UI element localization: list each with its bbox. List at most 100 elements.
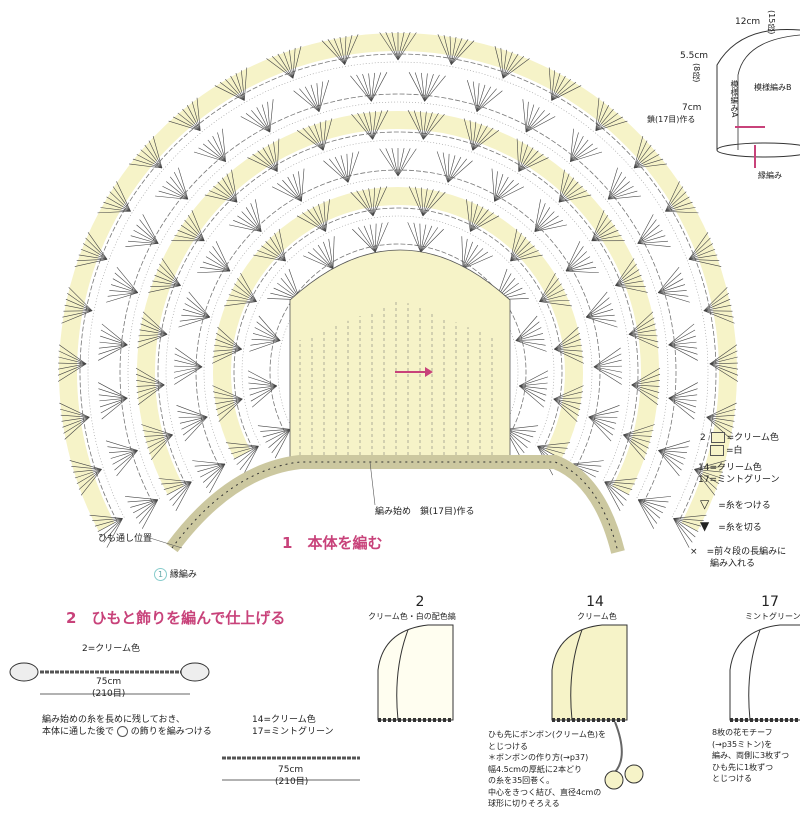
fan-stitch <box>673 514 707 519</box>
fan-stitch <box>177 411 208 418</box>
fan-stitch <box>451 37 463 65</box>
fan-stitch <box>570 128 574 162</box>
fan-stitch <box>173 366 203 373</box>
fan-stitch <box>553 398 579 417</box>
fan-stitch <box>332 236 335 269</box>
fan-stitch <box>127 499 158 503</box>
fan-stitch <box>688 248 716 260</box>
fan-stitch <box>105 440 138 451</box>
fan-stitch <box>588 416 615 430</box>
fan-stitch <box>510 228 518 262</box>
fan-stitch <box>107 446 138 451</box>
fan-stitch <box>518 147 534 172</box>
schematic-side-rows: (8段) <box>692 63 701 83</box>
fan-stitch <box>491 168 495 202</box>
fan-stitch <box>240 272 257 302</box>
fan-stitch <box>623 434 649 449</box>
fan-stitch <box>565 261 594 272</box>
fan-stitch <box>175 347 203 368</box>
fan-stitch <box>470 206 484 232</box>
fan-stitch <box>657 266 680 293</box>
fan-stitch <box>657 272 682 293</box>
fan-stitch <box>423 111 427 140</box>
fan-stitch <box>615 263 637 286</box>
fan-stitch <box>261 104 271 133</box>
fan-stitch <box>385 148 399 177</box>
fan-stitch <box>251 110 271 133</box>
fan-stitch <box>71 466 102 470</box>
fan-stitch <box>356 190 374 217</box>
fan-stitch <box>58 350 87 365</box>
fan-stitch <box>534 199 541 232</box>
fan-stitch <box>186 297 211 318</box>
fan-stitch <box>266 58 294 79</box>
fan-stitch <box>97 211 131 214</box>
fan-stitch <box>184 303 210 318</box>
fan-stitch <box>571 463 602 467</box>
fan-stitch <box>420 225 433 253</box>
fan-stitch <box>462 255 493 270</box>
fan-stitch <box>58 356 87 365</box>
fan-stitch <box>112 450 138 465</box>
fan-stitch <box>385 32 399 61</box>
fan-stitch <box>554 332 581 350</box>
fan-stitch <box>172 481 192 506</box>
fan-stitch <box>85 237 108 260</box>
fan-stitch <box>142 430 173 436</box>
fan-stitch <box>519 382 548 387</box>
fan-stitch <box>571 460 604 465</box>
fan-stitch <box>494 183 519 202</box>
fan-stitch <box>604 481 630 496</box>
fan-stitch <box>637 499 661 519</box>
edging-stitches <box>171 461 619 553</box>
fan-stitch <box>515 333 544 341</box>
fan-stitch <box>397 32 411 61</box>
fan-stitch <box>443 35 452 65</box>
fan-stitch <box>261 245 286 262</box>
fan-stitch <box>631 384 659 399</box>
fan-stitch <box>258 315 281 341</box>
fan-stitch <box>237 278 257 302</box>
fan-stitch <box>515 340 547 352</box>
fan-stitch <box>100 329 128 346</box>
fan-stitch <box>130 235 159 244</box>
fan-stitch <box>534 207 551 232</box>
fan-stitch <box>638 499 669 503</box>
fan-stitch <box>278 228 286 262</box>
fan-stitch <box>265 429 291 443</box>
fan-stitch <box>249 385 277 396</box>
dotted-row <box>203 177 593 464</box>
fan-stitch <box>424 73 428 102</box>
fan-stitch <box>148 285 181 293</box>
fan-stitch <box>212 385 243 400</box>
fan-stitch <box>59 408 90 418</box>
fan-stitch <box>469 120 474 151</box>
fan-stitch <box>166 181 189 200</box>
fan-stitch <box>494 179 514 202</box>
fan-stitch <box>269 236 286 262</box>
fan-stitch <box>534 220 563 232</box>
fan-stitch <box>595 108 614 131</box>
fan-stitch <box>706 416 733 434</box>
fan-stitch <box>397 148 417 177</box>
fan-stitch <box>591 219 612 241</box>
fan-stitch <box>69 460 102 470</box>
fan-stitch <box>141 317 168 335</box>
fan-stitch <box>209 463 226 494</box>
fan-stitch <box>314 123 324 151</box>
fan-stitch <box>217 398 243 417</box>
fan-stitch <box>591 224 616 242</box>
fan-stitch <box>274 232 286 262</box>
fan-stitch <box>174 235 205 242</box>
fan-stitch <box>244 67 248 101</box>
fan-stitch <box>207 139 226 162</box>
fan-stitch <box>235 73 245 101</box>
fan-stitch <box>148 140 163 169</box>
fan-stitch <box>116 266 139 293</box>
fan-stitch <box>225 78 245 101</box>
fan-stitch <box>688 254 718 260</box>
fan-stitch <box>212 391 243 400</box>
fan-stitch <box>225 442 259 447</box>
fan-stitch <box>137 384 165 399</box>
fan-stitch <box>565 270 599 274</box>
